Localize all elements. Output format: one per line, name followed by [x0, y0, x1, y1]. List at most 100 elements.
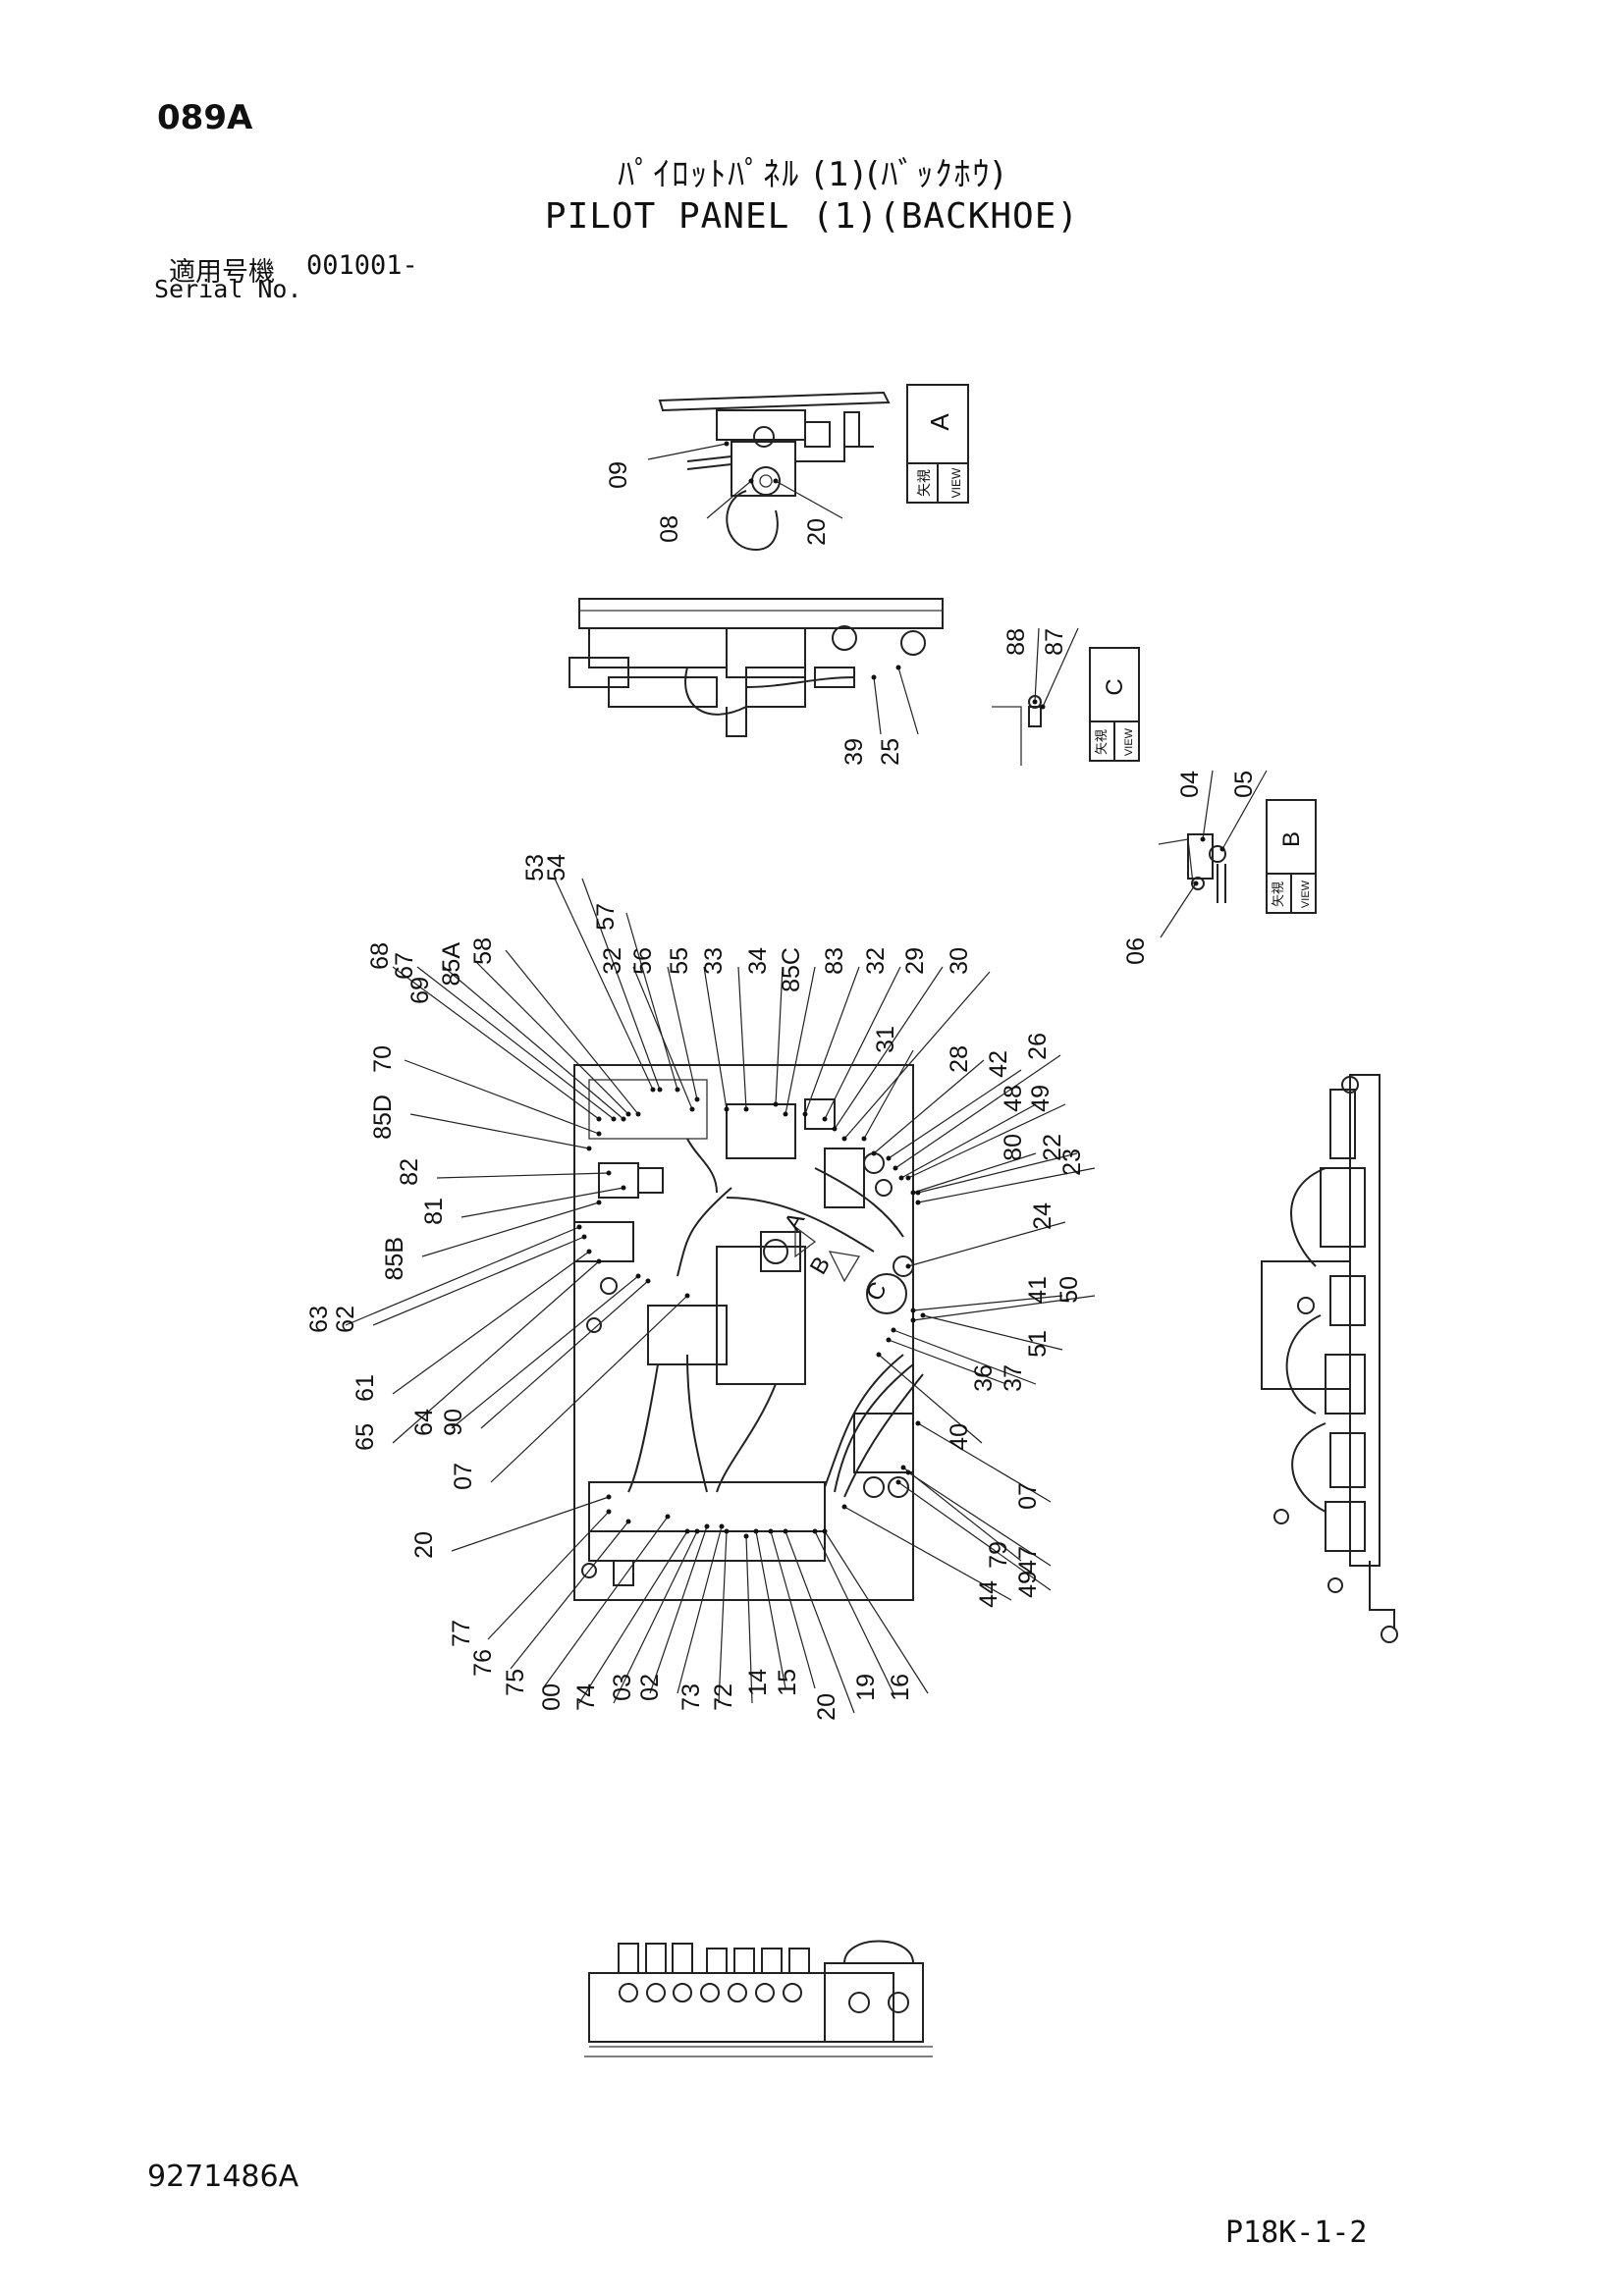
part-number-label: 07	[1014, 1482, 1042, 1510]
part-number-label: 04	[1176, 771, 1204, 798]
leader-point	[895, 665, 901, 670]
leader-line	[542, 1516, 669, 1689]
leader-point	[905, 1469, 911, 1475]
part-number-label: 50	[1056, 1276, 1083, 1304]
leader-point	[910, 1308, 916, 1313]
part-number-label: 65	[352, 1423, 379, 1451]
part-number-label: 85A	[438, 942, 465, 987]
leader-line	[775, 966, 784, 1105]
leader-point	[596, 1258, 602, 1264]
part-number-label: 44	[975, 1580, 1002, 1608]
part-number-label: 32	[599, 947, 626, 975]
view-b-tag: B 矢視 VIEW	[1266, 799, 1317, 914]
part-number-label: 74	[572, 1683, 600, 1711]
leader-line	[718, 1530, 728, 1704]
leader-point	[910, 1190, 916, 1196]
leader-line	[703, 966, 728, 1110]
part-number-label: 85D	[369, 1095, 397, 1140]
part-number-label: 55	[666, 947, 693, 975]
leader-point	[768, 1528, 774, 1534]
leader-point	[625, 1111, 631, 1117]
part-number-label: 20	[410, 1531, 438, 1559]
leader-point	[606, 1170, 612, 1176]
leader-point	[684, 1528, 690, 1534]
leader-point	[910, 1317, 916, 1323]
leader-line	[907, 1103, 1066, 1179]
leader-line	[460, 1187, 624, 1218]
leader-point	[645, 1278, 651, 1284]
top-side-view	[568, 598, 944, 737]
leader-point	[753, 1528, 759, 1534]
leader-point	[724, 1106, 730, 1112]
leader-point	[876, 1352, 882, 1358]
leader-line	[755, 1530, 786, 1689]
part-number-label: 07	[450, 1463, 477, 1490]
leader-line	[392, 1260, 600, 1444]
part-number-label: 06	[1122, 937, 1150, 965]
leader-point	[650, 1087, 656, 1093]
leader-point	[606, 1494, 612, 1500]
leader-line	[490, 1295, 688, 1483]
part-number-label: 70	[369, 1045, 397, 1073]
leader-line	[888, 1339, 1007, 1385]
view-a-tag: A 矢視 VIEW	[906, 384, 969, 504]
leader-line	[345, 1226, 580, 1326]
leader-line	[770, 1530, 816, 1689]
leader-line	[912, 1295, 1063, 1311]
leader-line	[649, 1525, 708, 1694]
leader-point	[915, 1200, 921, 1205]
part-number-label: 08	[656, 515, 683, 543]
leader-line	[804, 966, 860, 1115]
part-number-label: 53	[521, 854, 549, 881]
leader-line	[824, 1530, 929, 1694]
section-marker-a: A	[780, 1208, 810, 1235]
part-number-label: 54	[543, 854, 570, 881]
leader-line	[554, 878, 654, 1091]
leader-point	[1200, 836, 1206, 842]
serial-number-value: 001001-	[306, 250, 418, 281]
leader-point	[596, 1131, 602, 1137]
part-number-label: 88	[1002, 628, 1030, 656]
part-number-label: 80	[1000, 1134, 1027, 1161]
leader-line	[843, 1506, 1012, 1601]
leader-point	[891, 1327, 896, 1333]
leader-line	[922, 1314, 1063, 1351]
page-title-japanese: ﾊﾟｲﾛｯﾄﾊﾟﾈﾙ (1)(ﾊﾞｯｸﾎｳ)	[618, 155, 1006, 194]
part-number-label: 42	[985, 1050, 1012, 1078]
leader-line	[625, 912, 678, 1091]
part-number-label: 61	[352, 1374, 379, 1402]
leader-point	[635, 1273, 641, 1279]
leader-point	[1193, 881, 1199, 886]
sheet-reference: P18K-1-2	[1225, 2216, 1368, 2250]
leader-lines	[345, 441, 1268, 1714]
leader-line	[647, 443, 728, 460]
leader-point	[657, 1087, 663, 1093]
part-number-label: 26	[1024, 1033, 1052, 1060]
section-markers: A B C	[780, 1208, 907, 1314]
leader-line	[404, 1059, 600, 1135]
leader-point	[1040, 704, 1046, 710]
part-number-label: 51	[1024, 1330, 1052, 1358]
part-number-label: 25	[877, 738, 904, 766]
part-number-label: 49	[1014, 1571, 1042, 1598]
leader-point	[861, 1136, 867, 1142]
leader-line	[706, 480, 752, 519]
leader-line	[843, 971, 991, 1140]
leader-point	[665, 1514, 671, 1520]
leader-point	[841, 1504, 847, 1510]
leader-line	[372, 1236, 585, 1326]
leader-point	[684, 1293, 690, 1299]
view-c-detail	[992, 695, 1042, 766]
leader-point	[689, 1106, 695, 1112]
leader-line	[613, 1530, 698, 1704]
leader-line	[907, 1471, 1052, 1567]
leader-point	[743, 1533, 749, 1539]
leader-line	[1202, 770, 1214, 840]
leader-line	[451, 1275, 639, 1429]
leader-line	[443, 966, 624, 1120]
leader-point	[822, 1116, 828, 1122]
leader-line	[1160, 882, 1197, 938]
view-b-detail	[1158, 833, 1226, 903]
part-number-label: 87	[1041, 628, 1068, 656]
